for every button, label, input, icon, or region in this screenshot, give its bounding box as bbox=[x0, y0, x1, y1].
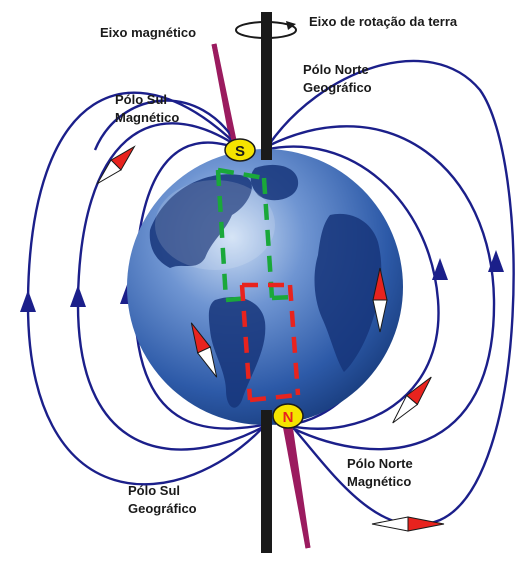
labels: Eixo magnético Eixo de rotação da terra … bbox=[100, 14, 458, 516]
bar-magnet-north-half bbox=[239, 282, 301, 403]
compass-needle-icon bbox=[371, 516, 445, 532]
rotation-axis-front-bottom bbox=[261, 410, 272, 440]
north-pole-letter: N bbox=[283, 409, 294, 426]
rotation-axis-front bbox=[261, 110, 272, 160]
label-north-magnetic-2: Magnético bbox=[347, 474, 411, 489]
south-pole-letter: S bbox=[235, 143, 245, 160]
field-arrow-icon bbox=[488, 250, 504, 272]
label-magnetic-axis: Eixo magnético bbox=[100, 25, 196, 40]
magnetic-axis-front-bottom bbox=[287, 424, 311, 549]
label-south-geographic-1: Pólo Sul bbox=[128, 483, 180, 498]
earth-globe bbox=[127, 149, 403, 425]
field-arrow-icon bbox=[432, 258, 448, 280]
label-south-magnetic-1: Pólo Sul bbox=[115, 92, 167, 107]
label-north-geographic-1: Pólo Norte bbox=[303, 62, 369, 77]
north-magnetic-pole-badge: N bbox=[272, 403, 304, 429]
compass-needle-icon bbox=[392, 376, 432, 424]
south-magnetic-pole-badge: S bbox=[224, 138, 256, 162]
field-arrow-icon bbox=[70, 285, 86, 307]
field-arrow-icon bbox=[20, 290, 36, 312]
compass-needle-icon bbox=[190, 322, 218, 378]
compass-needle-icon bbox=[96, 145, 136, 185]
label-south-geographic-2: Geográfico bbox=[128, 501, 197, 516]
label-south-magnetic-2: Magnético bbox=[115, 110, 179, 125]
rotation-direction-icon bbox=[235, 21, 297, 39]
compass-needle-icon bbox=[372, 267, 388, 333]
label-north-magnetic-1: Pólo Norte bbox=[347, 456, 413, 471]
label-rotation-axis: Eixo de rotação da terra bbox=[309, 14, 458, 29]
magnetic-axis-front-top bbox=[211, 43, 239, 151]
bar-magnet-south-half bbox=[215, 167, 293, 303]
label-north-geographic-2: Geográfico bbox=[303, 80, 372, 95]
